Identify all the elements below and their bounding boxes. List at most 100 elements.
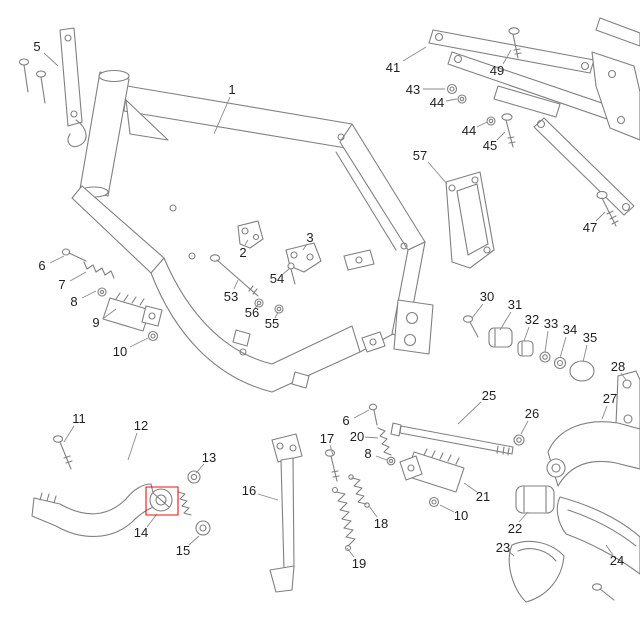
part-number-label: 54 xyxy=(270,271,284,286)
leader-line xyxy=(471,303,484,319)
part-number-label: 32 xyxy=(525,312,539,327)
leader-line xyxy=(49,255,65,264)
part-number-label: 30 xyxy=(480,289,494,304)
footpeg-part-9 xyxy=(102,292,163,332)
bolt-part-45 xyxy=(501,113,516,148)
bracket-part-2 xyxy=(237,220,264,249)
bolt-part-47 xyxy=(596,190,619,227)
part-number-label: 33 xyxy=(544,316,558,331)
highlight-box xyxy=(145,486,179,516)
leader-lines xyxy=(43,46,627,558)
leader-line xyxy=(329,444,334,456)
part-number-label: 34 xyxy=(563,322,577,337)
leader-line xyxy=(254,304,259,309)
part-number-label: 20 xyxy=(350,429,364,444)
leader-line xyxy=(496,131,506,141)
bolt-part-53 xyxy=(209,254,259,297)
part-number-label: 49 xyxy=(490,63,504,78)
leader-line xyxy=(127,432,138,461)
part-number-label: 10 xyxy=(113,344,127,359)
part-number-label: 9 xyxy=(92,315,99,330)
washer-part-44a xyxy=(457,94,467,104)
leader-line xyxy=(375,455,388,461)
part-number-label: 8 xyxy=(364,446,371,461)
nut-part-10-right xyxy=(428,496,440,508)
main-frame-part xyxy=(71,69,434,393)
clip-part-15 xyxy=(195,520,211,536)
leader-line xyxy=(507,550,515,557)
disc-part-35 xyxy=(569,360,595,382)
leader-line xyxy=(302,243,308,251)
swingarm-front-part-27 xyxy=(546,421,640,487)
leader-line xyxy=(445,98,458,102)
bushing-part-13 xyxy=(187,470,201,484)
part-number-label: 3 xyxy=(306,230,313,245)
part-number-label: 44 xyxy=(462,123,476,138)
part-number-label: 41 xyxy=(386,60,400,75)
screw-part-54 xyxy=(287,262,296,285)
bolt-part-6-left xyxy=(61,248,87,262)
chain-guide-part-23 xyxy=(508,540,565,603)
leader-line xyxy=(523,326,530,342)
leader-line xyxy=(518,511,529,523)
leader-line xyxy=(582,344,588,363)
spring-part-20 xyxy=(377,427,392,456)
leader-line xyxy=(63,425,75,443)
part-number-label: 44 xyxy=(430,95,444,110)
leader-line xyxy=(146,513,158,528)
leader-line xyxy=(476,121,488,128)
leader-line xyxy=(605,544,614,556)
part-number-label: 56 xyxy=(245,305,259,320)
swingarm-arm-part-24 xyxy=(556,496,640,575)
washer-part-26 xyxy=(513,434,525,446)
spacer-part-31 xyxy=(488,327,513,348)
leader-line xyxy=(81,290,97,299)
leader-line xyxy=(499,311,512,331)
part-number-label: 17 xyxy=(320,431,334,446)
washer-part-55 xyxy=(274,304,284,314)
washer-part-34 xyxy=(553,356,567,370)
part-number-label: 13 xyxy=(202,450,216,465)
leader-line xyxy=(129,337,149,348)
bolt-part-6-right xyxy=(368,403,378,426)
leader-line xyxy=(439,504,455,513)
part-number-label: 8 xyxy=(70,294,77,309)
part-number-label: 24 xyxy=(610,553,624,568)
bolt-part-49 xyxy=(508,27,522,59)
part-number-label: 35 xyxy=(583,330,597,345)
leader-line xyxy=(69,271,87,282)
bracket-plate-part-57 xyxy=(445,171,495,269)
leader-line xyxy=(364,436,379,439)
footpeg-part-21 xyxy=(399,448,465,493)
part-number-label: 5 xyxy=(33,39,40,54)
part-number-label: 55 xyxy=(265,316,279,331)
pedal-spring-part xyxy=(177,491,192,516)
leader-line xyxy=(595,211,606,222)
part-number-label: 57 xyxy=(413,148,427,163)
part-number-label: 15 xyxy=(176,543,190,558)
part-number-label: 6 xyxy=(342,413,349,428)
part-number-label: 22 xyxy=(508,521,522,536)
part-number-label: 2 xyxy=(239,245,246,260)
part-number-label: 53 xyxy=(224,289,238,304)
pivot-tube-part-22 xyxy=(515,485,555,514)
leader-line xyxy=(346,547,355,558)
leader-line xyxy=(244,239,249,246)
leader-line xyxy=(282,267,291,275)
part-number-label: 45 xyxy=(483,138,497,153)
leader-line xyxy=(463,482,478,493)
front-stay-part xyxy=(59,27,87,148)
leader-line xyxy=(188,535,200,546)
leader-line xyxy=(274,311,279,319)
part-number-label: 28 xyxy=(611,359,625,374)
washer-part-43 xyxy=(446,83,458,95)
part-number-label: 1 xyxy=(228,82,235,97)
kickstand-part-16 xyxy=(269,433,303,593)
part-number-label: 18 xyxy=(374,516,388,531)
part-number-label: 6 xyxy=(38,258,45,273)
leader-line xyxy=(427,161,448,185)
spring-part-18 xyxy=(348,474,370,508)
leader-line xyxy=(520,420,529,435)
bolt-part-bottom-right xyxy=(591,583,615,601)
